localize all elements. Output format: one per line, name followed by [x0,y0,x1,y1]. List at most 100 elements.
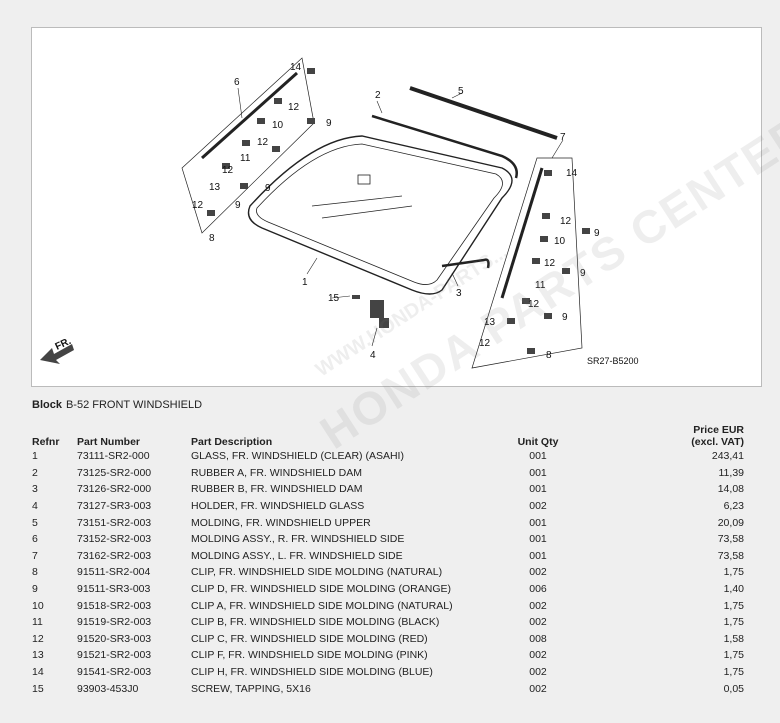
refnr-cell: 6 [32,533,38,546]
refnr-cell: 15 [32,682,44,695]
table-header: Refnr Part Number Part Description Unit … [28,416,748,448]
svg-text:9: 9 [326,118,332,129]
part-number-cell: 91519-SR2-003 [77,616,152,629]
price-header-line2: (excl. VAT) [691,436,744,448]
description-cell: CLIP A, FR. WINDSHIELD SIDE MOLDING (NAT… [191,599,453,612]
refnr-cell: 1 [32,450,38,463]
price-cell: 243,41 [711,450,744,463]
header-unit-qty: Unit Qty [517,436,559,448]
table-row: 10 91518-SR2-003 CLIP A, FR. WINDSHIELD SI… [28,597,748,614]
unit-qty-cell: 001 [529,549,547,562]
part-number-cell: 91541-SR2-003 [77,666,152,679]
svg-text:14: 14 [290,62,302,73]
svg-text:8: 8 [546,350,552,361]
svg-text:3: 3 [456,288,462,299]
refnr-cell: 9 [32,583,38,596]
header-price: Price EUR(excl. VAT) [569,416,748,448]
svg-text:12: 12 [479,338,491,349]
svg-text:1: 1 [302,277,308,288]
header-part-number: Part Number [77,436,141,448]
refnr-cell: 4 [32,500,38,513]
price-cell: 1,40 [723,583,744,596]
svg-text:12: 12 [560,216,572,227]
price-cell: 11,39 [718,466,745,479]
price-cell: 1,58 [723,632,744,645]
description-cell: CLIP B, FR. WINDSHIELD SIDE MOLDING (BLA… [191,616,440,629]
svg-text:14: 14 [566,168,578,179]
svg-text:13: 13 [209,182,221,193]
svg-text:12: 12 [288,102,300,113]
refnr-cell: 10 [32,599,44,612]
unit-qty-cell: 001 [529,533,547,546]
svg-text:7: 7 [560,132,566,143]
refnr-cell: 13 [32,649,44,662]
svg-text:13: 13 [484,317,496,328]
part-number-cell: 91518-SR2-003 [77,599,152,612]
description-cell: RUBBER A, FR. WINDSHIELD DAM [191,466,362,479]
unit-qty-cell: 006 [529,583,547,596]
description-cell: MOLDING ASSY., L. FR. WINDSHIELD SIDE [191,549,403,562]
part-number-cell: 73152-SR2-003 [77,533,152,546]
svg-text:2: 2 [375,90,381,101]
price-cell: 6,23 [723,500,744,513]
price-cell: 1,75 [723,616,744,629]
unit-qty-cell: 002 [529,500,547,513]
unit-qty-cell: 001 [529,450,547,463]
price-cell: 1,75 [723,666,744,679]
svg-text:11: 11 [535,280,546,291]
svg-text:12: 12 [528,299,540,310]
unit-qty-cell: 002 [529,599,547,612]
part-number-cell: 91520-SR3-003 [77,632,152,645]
unit-qty-cell: 002 [529,566,547,579]
price-cell: 1,75 [723,649,744,662]
price-cell: 0,05 [723,682,744,695]
block-value: B-52 FRONT WINDSHIELD [65,399,203,411]
table-row: 8 91511-SR2-004 CLIP, FR. WINDSHIELD SIDE … [28,564,748,581]
refnr-cell: 2 [32,466,38,479]
refnr-cell: 8 [32,566,38,579]
table-row: 2 73125-SR2-000 RUBBER A, FR. WINDSHIELD D… [28,465,748,482]
table-row: 9 91511-SR3-003 CLIP D, FR. WINDSHIELD SID… [28,581,748,598]
part-number-cell: 73162-SR2-003 [77,549,152,562]
refnr-cell: 14 [32,666,44,679]
svg-text:10: 10 [272,120,284,131]
svg-text:9: 9 [235,200,241,211]
svg-text:12: 12 [544,258,556,269]
price-cell: 1,75 [723,566,744,579]
description-cell: CLIP D, FR. WINDSHIELD SIDE MOLDING (ORA… [191,583,452,596]
description-cell: HOLDER, FR. WINDSHIELD GLASS [191,500,365,513]
unit-qty-cell: 001 [529,516,547,529]
part-number-cell: 73126-SR2-000 [77,483,152,496]
svg-text:15: 15 [328,293,340,304]
svg-text:5: 5 [458,86,464,97]
unit-qty-cell: 002 [529,616,547,629]
header-refnr: Refnr [32,436,60,448]
part-number-cell: 73125-SR2-000 [77,466,152,479]
part-number-cell: 91511-SR3-003 [77,583,151,596]
svg-text:9: 9 [594,228,600,239]
svg-text:10: 10 [554,236,566,247]
description-cell: MOLDING ASSY., R. FR. WINDSHIELD SIDE [191,533,405,546]
unit-qty-cell: 008 [529,632,547,645]
price-cell: 20,09 [717,516,744,529]
price-cell: 73,58 [717,549,744,562]
table-row: 6 73152-SR2-003 MOLDING ASSY., R. FR. WIND… [28,531,748,548]
description-cell: CLIP, FR. WINDSHIELD SIDE MOLDING (NATUR… [191,566,443,579]
refnr-cell: 3 [32,483,38,496]
price-cell: 73,58 [717,533,744,546]
part-number-cell: 73111-SR2-000 [77,450,150,463]
svg-text:12: 12 [192,200,204,211]
unit-qty-cell: 002 [529,666,547,679]
svg-text:9: 9 [265,183,271,194]
refnr-cell: 12 [32,632,44,645]
part-number-cell: 91521-SR2-003 [77,649,152,662]
part-number-cell: 91511-SR2-004 [77,566,151,579]
svg-text:8: 8 [209,233,215,244]
